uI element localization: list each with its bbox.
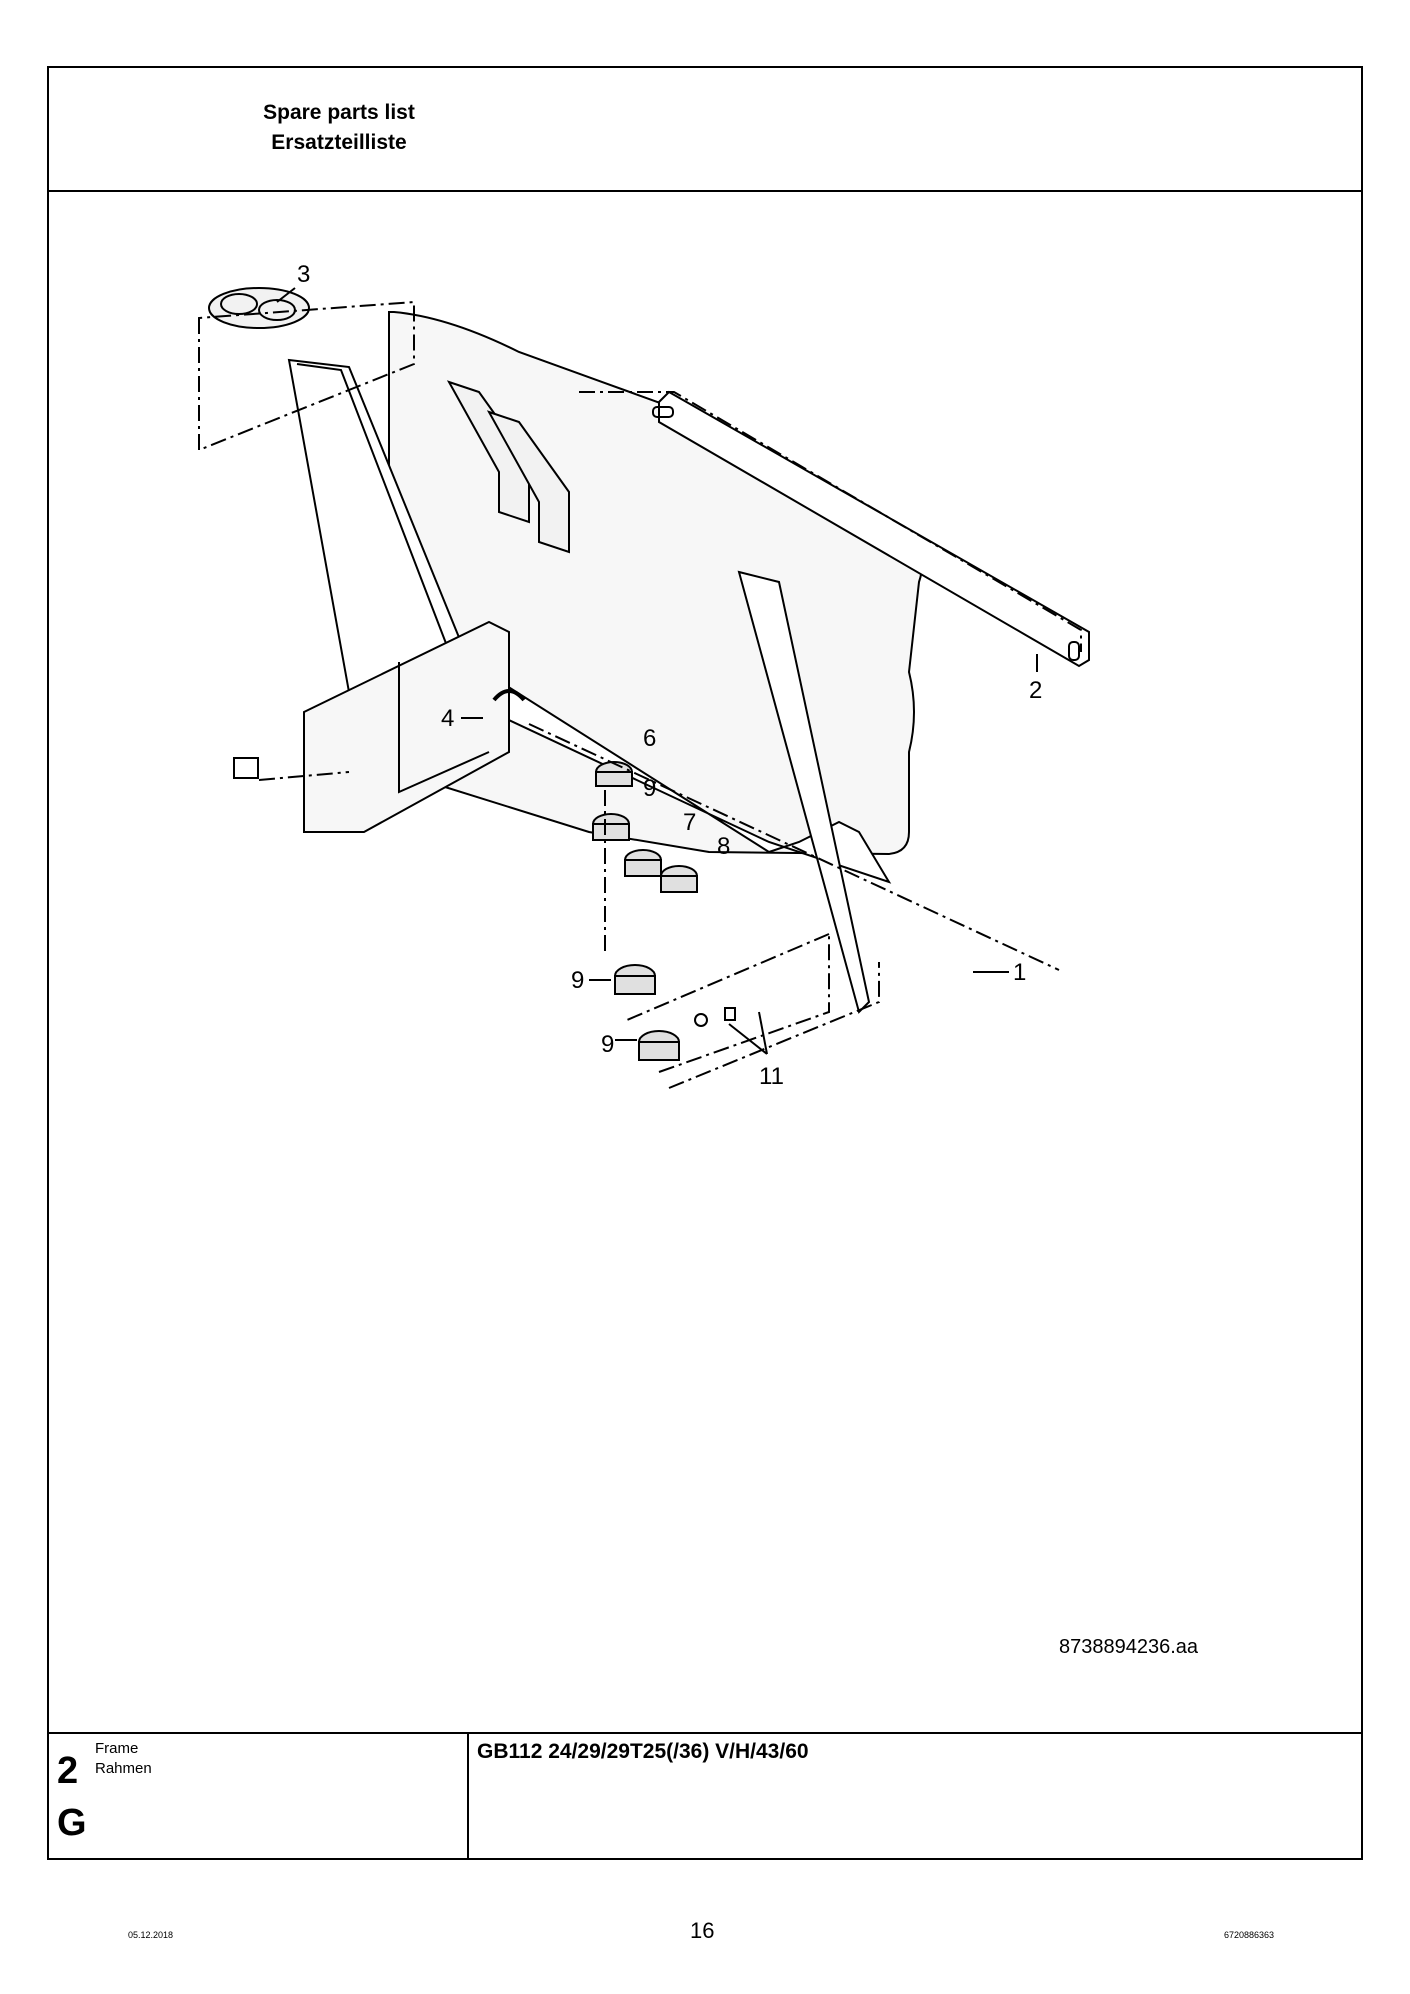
callout-leaders — [276, 287, 1038, 1055]
model-name: GB112 24/29/29T25(/36) V/H/43/60 — [477, 1740, 809, 1763]
callout-7: 7 — [683, 809, 696, 836]
mounting-bracket — [446, 380, 530, 524]
group-number: 2 — [57, 1750, 79, 1792]
callout-9-bottom: 9 — [601, 1031, 614, 1058]
section-name-german: Rahmen — [95, 1760, 152, 1777]
connector — [233, 757, 259, 779]
section-cell: 2 G Frame Rahmen — [49, 1734, 469, 1860]
callout-9-middle: 9 — [571, 967, 584, 994]
callout-11: 11 — [759, 1063, 784, 1090]
page-title: Spare parts list Ersatzteilliste — [209, 98, 469, 158]
section-name-english: Frame — [95, 1740, 139, 1757]
document-code: 6720886363 — [1224, 1930, 1275, 1940]
callout-1: 1 — [1013, 959, 1026, 986]
footer-row: 2 G Frame Rahmen GB112 24/29/29T25(/36) … — [49, 1732, 1361, 1860]
callout-4: 4 — [441, 705, 454, 732]
callout-2: 2 — [1029, 677, 1042, 704]
callout-3: 3 — [297, 261, 310, 288]
print-date: 05.12.2018 — [128, 1930, 174, 1940]
callout-8: 8 — [717, 833, 730, 860]
callout-9-top: 9 — [643, 775, 656, 802]
page-number: 16 — [690, 1918, 715, 1943]
header-row: Spare parts list Ersatzteilliste — [49, 68, 1361, 192]
clip-part-4 — [492, 689, 526, 702]
screw-part-11 — [694, 1013, 708, 1027]
group-letter: G — [57, 1802, 87, 1844]
drawing-number: 8738894236.aa — [1059, 1636, 1199, 1658]
title-english: Spare parts list — [263, 101, 415, 124]
spare-parts-sheet: Spare parts list Ersatzteilliste — [47, 66, 1363, 1860]
assembly-lines — [198, 300, 1082, 1089]
side-panel-right — [737, 570, 871, 1014]
frame-exploded-view: 3 2 4 6 9 7 8 9 1 9 11 — [198, 261, 1090, 1090]
exploded-drawing: 3 2 4 6 9 7 8 9 1 9 11 8738894236.aa — [49, 192, 1361, 1732]
callout-6: 6 — [643, 725, 656, 752]
title-german: Ersatzteilliste — [271, 131, 407, 154]
